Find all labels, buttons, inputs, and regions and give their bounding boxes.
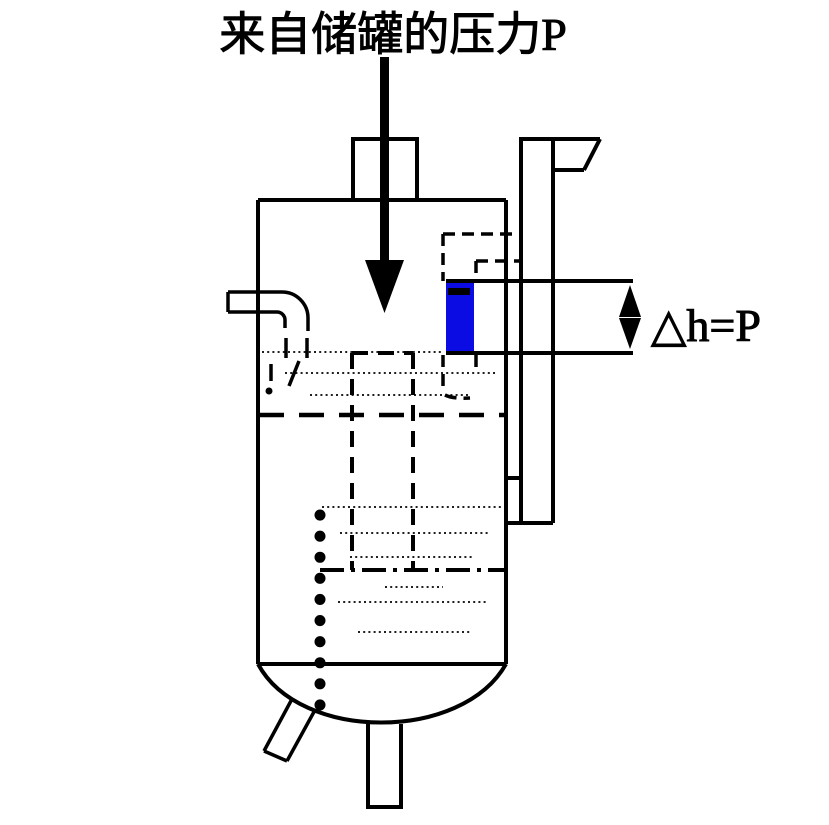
diagram-title: 来自储罐的压力P <box>219 9 567 60</box>
liquid-level-mark <box>448 288 470 295</box>
right-standpipe <box>506 137 602 525</box>
dimension-lines <box>446 279 641 355</box>
tank-vessel <box>256 198 508 725</box>
pressure-arrow-icon <box>365 57 404 313</box>
liquid-hatch-lines <box>262 351 505 633</box>
hidden-inner-bell <box>350 351 415 570</box>
dimension-arrow-up-icon <box>619 285 641 317</box>
angled-drain-pipe <box>262 698 317 763</box>
dimension-label: △h=P <box>651 300 761 351</box>
dimension-arrow-down-icon <box>619 318 641 349</box>
bottom-outlet-pipe <box>366 722 403 809</box>
left-inlet-pipe <box>226 290 310 395</box>
tank-neck <box>351 137 419 200</box>
hidden-upper-tube <box>441 232 521 400</box>
liquid-column <box>446 281 474 353</box>
